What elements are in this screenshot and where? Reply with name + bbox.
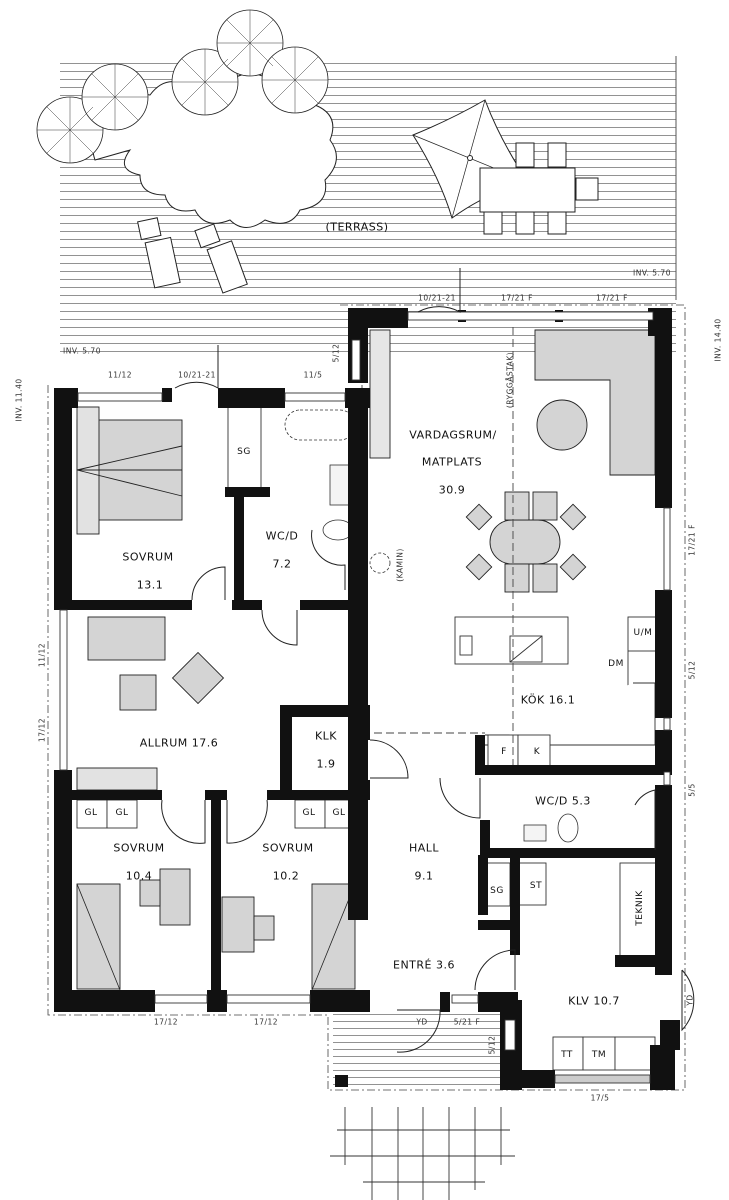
level-terrace-right: INV. 5.70: [633, 268, 671, 278]
fixture-k: K: [533, 747, 541, 757]
fixture-sg-1: SG: [237, 447, 251, 457]
property-outline: [47, 304, 686, 1091]
opening-top-window-1: 17/21 F: [501, 293, 533, 303]
fixture-gl-3: GL: [302, 808, 316, 818]
fixture-gl-1: GL: [84, 808, 98, 818]
opening-top-door: 10/21-21: [418, 293, 456, 303]
room-klk-area: 1.9: [316, 757, 336, 771]
walls: [54, 308, 680, 1090]
room-klk-name: KLK: [314, 729, 338, 743]
entrance-deck: [333, 1013, 503, 1088]
room-entre: ENTRÉ 3.6: [393, 958, 455, 972]
fixture-gl-2: GL: [115, 808, 129, 818]
opening-top-window-2: 17/21 F: [596, 293, 628, 303]
fixture-teknik: TEKNIK: [635, 890, 645, 926]
opening-right-5-12: 5/12: [687, 660, 697, 680]
room-matplats-name: MATPLATS: [421, 455, 483, 469]
room-vardagsrum-name: VARDAGSRUM/: [409, 428, 497, 442]
opening-left-top-window: 11/12: [107, 370, 133, 380]
opening-entry-side-window: 5/12: [487, 1035, 497, 1055]
level-right-side: INV. 14.40: [713, 318, 723, 362]
fixture-sg-2: SG: [490, 886, 504, 896]
opening-entry-door: 5/21 F: [453, 1017, 481, 1027]
room-hall-area: 9.1: [414, 869, 434, 883]
room-sovrum-1-name: SOVRUM: [122, 550, 174, 564]
fixture-kamin: (KAMIN): [395, 548, 405, 582]
room-sovrum-1-area: 13.1: [136, 578, 164, 592]
room-sovrum-2-name: SOVRUM: [113, 841, 165, 855]
trees-icon: [36, 9, 337, 228]
opening-5-12-top: 5/12: [331, 343, 341, 363]
opening-left-top-door: 10/21-21: [178, 370, 216, 380]
room-wc-d-1-area: 7.2: [272, 557, 292, 571]
outdoor-dining-table-icon: [479, 142, 599, 235]
room-sovrum-3-name: SOVRUM: [262, 841, 314, 855]
opening-west-window-2: 17/12: [37, 717, 47, 743]
fixture-f: F: [501, 747, 507, 757]
furniture: [76, 329, 656, 990]
level-terrace-left: INV. 5.70: [63, 346, 101, 356]
opening-left-top-window-2: 11/5: [303, 370, 323, 380]
room-kok: KÖK 16.1: [520, 693, 576, 707]
terrace-label: (TERRASS): [325, 220, 389, 234]
opening-right-tall-window: 17/21 F: [687, 524, 697, 556]
fixture-ryggastak: (RYGGÅSTAK): [505, 351, 515, 409]
room-allrum: ALLRUM 17.6: [139, 736, 219, 750]
sun-loungers-icon: [137, 217, 248, 294]
room-wc-d-2: WC/D 5.3: [535, 794, 591, 808]
room-sovrum-3-area: 10.2: [272, 869, 300, 883]
fixture-dm: DM: [608, 659, 624, 669]
fixture-yd-klv: YD: [685, 994, 695, 1006]
opening-south-window-1: 17/12: [153, 1017, 179, 1027]
room-hall-name: HALL: [408, 841, 440, 855]
door-swings: [161, 268, 695, 1053]
fixture-yd-entry: YD: [416, 1017, 428, 1027]
opening-south-window-2: 17/12: [253, 1017, 279, 1027]
fixture-tm: TM: [591, 1050, 607, 1060]
room-klv: KLV 10.7: [568, 994, 620, 1008]
room-sovrum-2-area: 10.4: [125, 869, 153, 883]
entrance-grid: [330, 1107, 515, 1200]
fixture-st: ST: [529, 881, 543, 891]
room-wc-d-1-name: WC/D: [265, 529, 299, 543]
fixture-gl-4: GL: [332, 808, 346, 818]
opening-klv-window: 17/5: [590, 1093, 610, 1103]
room-vardagsrum-area: 30.9: [438, 483, 466, 497]
fixture-tt: TT: [561, 1050, 573, 1060]
kitchen-counters: [454, 616, 659, 768]
opening-west-window-1: 11/12: [37, 642, 47, 668]
opening-right-5-5: 5/5: [687, 783, 697, 797]
level-left-side: INV. 11.40: [14, 378, 24, 422]
fixture-um: U/M: [633, 628, 653, 638]
bed-lines: [76, 883, 356, 991]
windows: [59, 311, 671, 1084]
